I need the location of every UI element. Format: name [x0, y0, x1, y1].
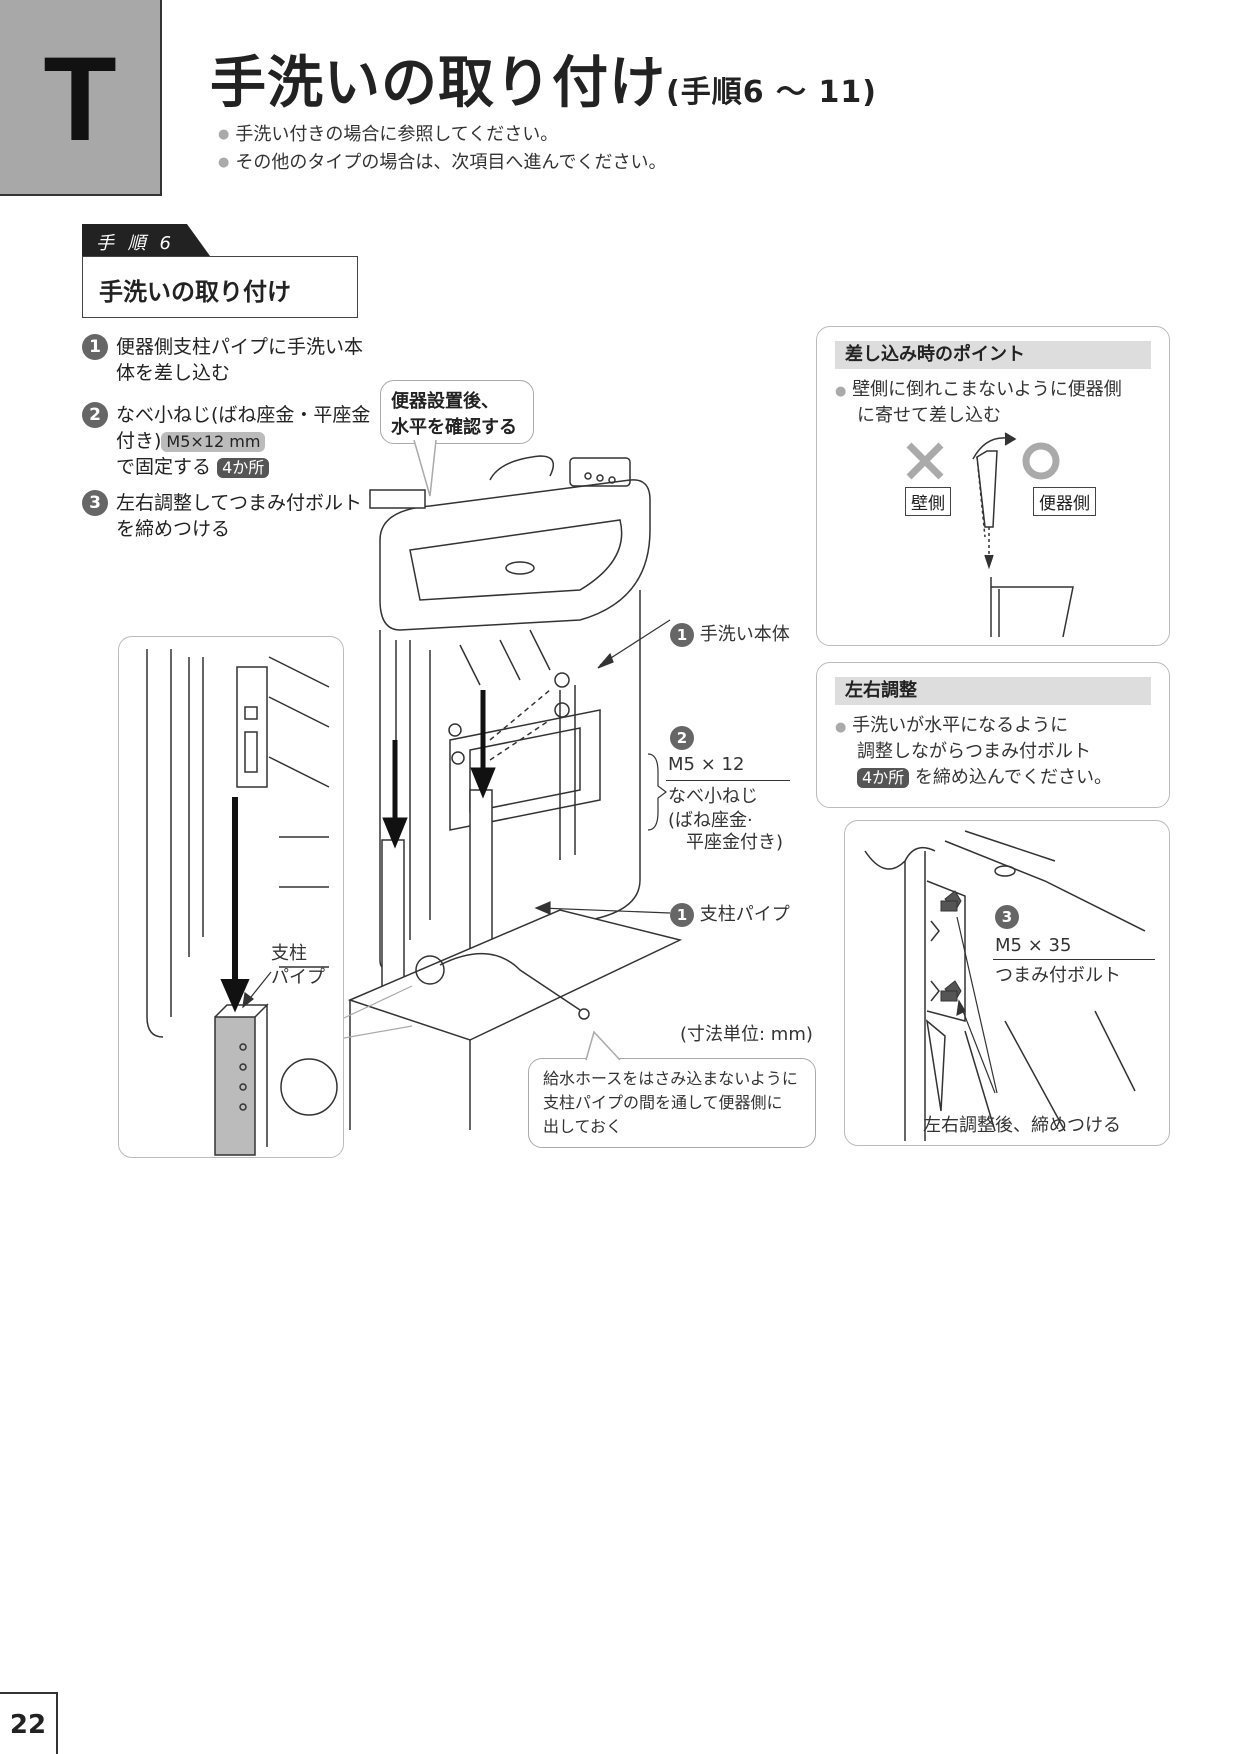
screw-divider — [666, 780, 790, 781]
screw-size: M5 × 12 — [668, 754, 745, 775]
detail-connector-lines — [343, 985, 413, 1039]
circle-ok-icon — [1022, 442, 1060, 480]
insert-point-panel: 差し込み時のポイント ● 壁側に倒れこまないように便器側 に寄せて差し込む 壁側… — [816, 326, 1170, 646]
lr-adjust-panel: 左右調整 ● 手洗いが水平になるように 調整しながらつまみ付ボルト 4か所 を締… — [816, 662, 1170, 808]
bolt-detail-panel: 3 M5 × 35 つまみ付ボルト 左右調整後、締めつける — [844, 820, 1170, 1146]
pipe-insert-detail-panel: 支柱 パイプ — [118, 636, 344, 1158]
bullet-2: その他のタイプの場合は、次項目へ進んでください。 — [218, 148, 666, 174]
bolt-caption: 左右調整後、締めつける — [923, 1115, 1121, 1136]
lr-adjust-heading: 左右調整 — [835, 677, 1151, 705]
lr-adjust-text2: 調整しながらつまみ付ボルト — [857, 741, 1091, 762]
unit-note: (寸法単位: mm) — [680, 1024, 813, 1045]
screw-brace — [647, 753, 667, 831]
bolt-detail-illustration — [864, 830, 1146, 1141]
pipe-label-line1: 支柱 — [271, 943, 307, 964]
count-tag: 4か所 — [217, 458, 270, 478]
hose-note-line1: 給水ホースをはさみ込まないように — [543, 1069, 798, 1088]
screw-note-2: 平座金付き) — [686, 832, 784, 853]
bolt-divider — [993, 959, 1155, 960]
instruction-num: 2 — [82, 402, 108, 428]
pipe-label-line2: パイプ — [271, 967, 325, 988]
page-number-box: 22 — [0, 1692, 58, 1754]
insert-point-heading: 差し込み時のポイント — [835, 341, 1151, 369]
hose-note-pointer — [585, 1030, 621, 1061]
page-number: 22 — [9, 1710, 47, 1740]
label-support-pipe: 1 支柱パイプ — [670, 900, 790, 927]
step-heading: 手洗いの取り付け — [99, 278, 291, 306]
bullet-1: 手洗い付きの場合に参照してください。 — [218, 120, 558, 146]
title-sub: (手順6 ～ 11) — [666, 75, 877, 110]
lr-adjust-text3: を締め込んでください。 — [914, 767, 1113, 788]
level-callout: 便器設置後、 水平を確認する — [380, 380, 534, 444]
bolt-size: M5 × 35 — [995, 935, 1072, 956]
lr-adjust-text1: 手洗いが水平になるように — [852, 715, 1069, 736]
pipe-insert-detail-illustration — [146, 649, 338, 1156]
wall-side-label: 壁側 — [905, 487, 951, 516]
screw-name: なべ小ねじ — [668, 786, 758, 807]
instruction-num: 1 — [82, 334, 108, 360]
insert-point-text2: に寄せて差し込む — [857, 405, 1001, 426]
bolt-num-wrap: 3 — [995, 905, 1019, 929]
instruction-num: 3 — [82, 490, 108, 516]
screw-note-1: (ばね座金· — [668, 810, 753, 831]
section-tab: T — [0, 0, 162, 196]
hose-note-callout: 給水ホースをはさみ込まないように 支柱パイプの間を通して便器側に 出しておく — [528, 1058, 816, 1148]
handwash-assembly-illustration — [347, 455, 683, 1130]
insert-point-illustration — [906, 432, 1074, 638]
hose-note-line2: 支柱パイプの間を通して便器側に — [543, 1093, 783, 1112]
insert-point-text1: 壁側に倒れこまないように便器側 — [852, 379, 1122, 400]
bolt-num: 3 — [995, 905, 1019, 929]
toilet-side-label: 便器側 — [1033, 487, 1096, 516]
lr-adjust-count-tag: 4か所 — [857, 768, 910, 788]
size-tag: M5×12 mm — [161, 432, 266, 452]
hose-note-line3: 出しておく — [543, 1117, 623, 1136]
callout-pointer — [413, 440, 437, 497]
step-label: 手 順 6 — [82, 224, 210, 256]
section-letter: T — [43, 32, 117, 166]
bolt-name: つまみ付ボルト — [995, 965, 1121, 986]
label-handwash-body: 1 手洗い本体 — [670, 620, 790, 647]
label-screw: 2 — [670, 726, 694, 750]
page-title: 手洗いの取り付け(手順6 ～ 11) — [210, 51, 877, 116]
step-heading-box: 手洗いの取り付け — [82, 256, 358, 318]
